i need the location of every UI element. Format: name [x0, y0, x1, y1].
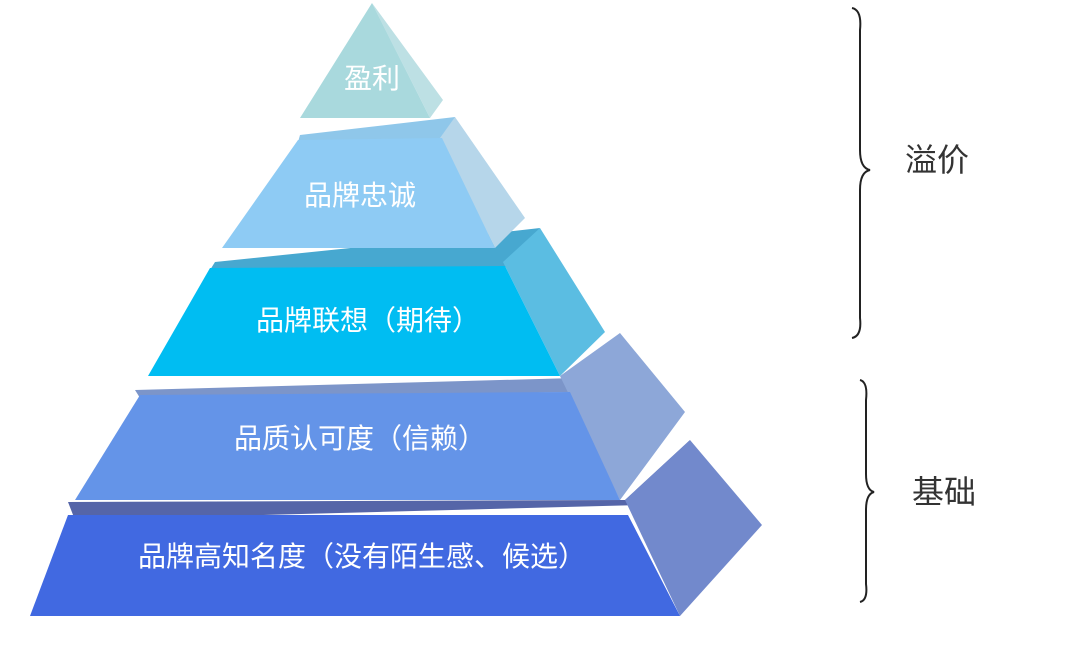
group-label-foundation: 基础 — [912, 473, 976, 511]
tier-top-face — [298, 117, 455, 142]
tier-label: 品牌高知名度（没有陌生感、候选） — [138, 540, 586, 573]
tier-front-face — [75, 392, 620, 500]
tier-brand-loyalty: 品牌忠诚 — [222, 117, 525, 248]
tier-profit: 盈利 — [300, 3, 443, 118]
tier-quality-recognition: 品质认可度（信赖） — [75, 333, 685, 500]
tier-brand-association: 品牌联想（期待） — [148, 228, 605, 376]
tier-side-face — [625, 440, 762, 616]
tier-label: 品牌联想（期待） — [256, 304, 480, 337]
tier-side-face — [440, 117, 525, 248]
tier-top-face — [68, 440, 690, 520]
group-label-premium: 溢价 — [905, 141, 969, 179]
tier-label: 盈利 — [344, 62, 400, 95]
tier-front-face — [300, 3, 430, 118]
tier-label: 品牌忠诚 — [304, 179, 416, 212]
tier-label: 品质认可度（信赖） — [234, 422, 486, 455]
tier-side-face — [372, 3, 443, 118]
brace-premium — [851, 7, 871, 339]
tier-side-face — [503, 228, 605, 376]
tier-brand-awareness: 品牌高知名度（没有陌生感、候选） — [30, 440, 762, 616]
tier-front-face — [30, 515, 680, 616]
tier-front-face — [222, 138, 495, 248]
tier-top-face — [135, 333, 620, 398]
brace-foundation — [859, 379, 875, 603]
tier-side-face — [560, 333, 685, 500]
tier-front-face — [148, 266, 560, 376]
